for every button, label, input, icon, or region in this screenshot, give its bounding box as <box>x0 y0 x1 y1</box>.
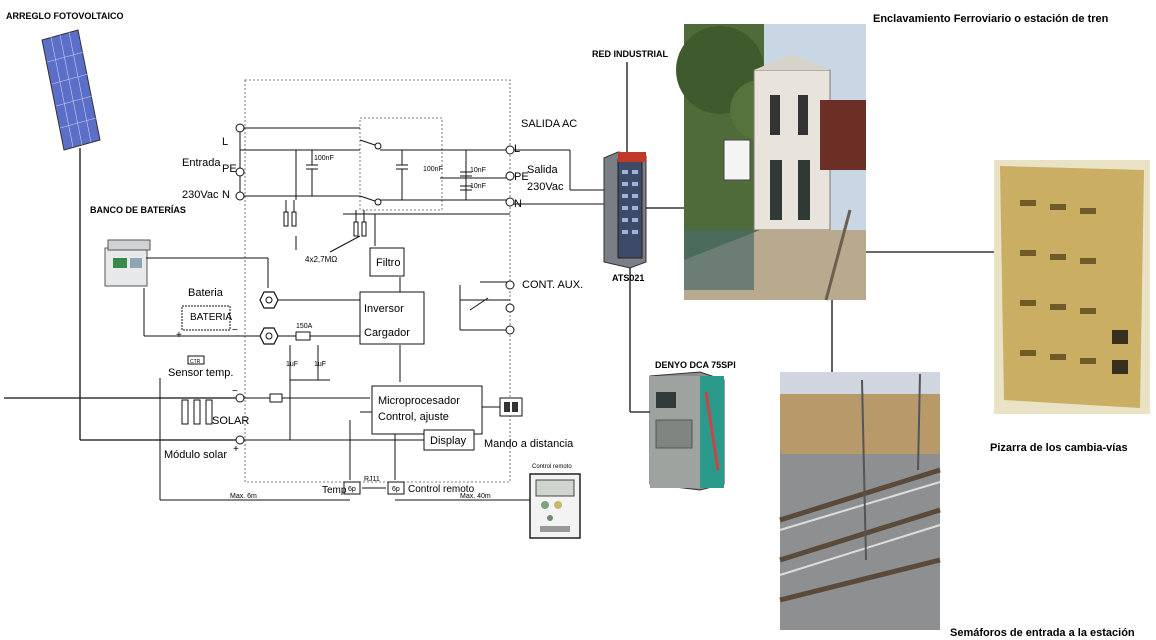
microprocessor-box <box>371 385 483 435</box>
modulo-solar-label: Módulo solar <box>164 449 227 461</box>
bateria-box-label: BATERIA <box>190 312 232 323</box>
filtro-box <box>369 247 405 277</box>
out-l-label: L <box>514 143 520 155</box>
entry-signals-photo <box>779 372 941 630</box>
inverter-charger-box <box>359 291 425 345</box>
cont-aux-label: CONT. AUX. <box>522 279 583 291</box>
salida-ac-label: SALIDA AC <box>521 118 577 130</box>
control-remoto-small-label: Control remoto <box>532 464 572 470</box>
station-title: Enclavamiento Ferroviario o estación de … <box>873 13 1109 25</box>
entrada-label: Entrada <box>182 157 221 169</box>
train-station-photo <box>676 24 866 301</box>
cargador-label: Cargador <box>364 327 410 339</box>
control-ajuste-label: Control, ajuste <box>378 411 449 423</box>
battery-image <box>104 239 151 287</box>
switch-board-title: Pizarra de los cambia-vías <box>990 442 1128 454</box>
switch-board-photo <box>994 160 1150 414</box>
out-n-label: N <box>514 198 522 210</box>
pv-array-title: ARREGLO FOTOVOLTAICO <box>6 11 124 21</box>
ats-label: ATS021 <box>612 273 644 283</box>
cap2-label: 100nF <box>423 166 443 173</box>
cap-small1-label: 1uF <box>286 361 298 368</box>
inversor-label: Inversor <box>364 303 404 315</box>
vac-in-label: 230Vac <box>182 189 219 201</box>
max40-label: Max. 40m <box>460 493 491 500</box>
display-box <box>423 429 475 451</box>
minus-sign: − <box>232 325 238 336</box>
plus-sign-2: + <box>233 444 239 455</box>
remote-control-image <box>529 473 581 539</box>
mando-label: Mando a distancia <box>484 438 574 450</box>
display-label: Display <box>430 435 467 447</box>
input-n-label: N <box>222 189 230 201</box>
bateria-label: Bateria <box>188 287 224 299</box>
resistors-label: 4x2,7MΩ <box>305 255 337 264</box>
battery-bank-title: BANCO DE BATERÍAS <box>90 205 186 215</box>
control-remoto-label: Control remoto <box>408 484 475 495</box>
max6-label: Max. 6m <box>230 493 257 500</box>
fuse-label: 150A <box>296 323 313 330</box>
vac-out-label: 230Vac <box>527 181 564 193</box>
port2-label: 6p <box>392 486 400 493</box>
inverter-schematic: L Entrada PE 230Vac N <box>143 79 610 539</box>
solar-panel-image <box>41 29 101 151</box>
generator-title: DENYO DCA 75SPI <box>655 360 736 370</box>
cap4-label: 10nF <box>470 183 486 190</box>
out-pe-label: PE <box>514 171 529 183</box>
industrial-network-title: RED INDUSTRIAL <box>592 49 669 59</box>
cap1-label: 100nF <box>314 155 334 162</box>
rj11-label: RJ11 <box>364 476 380 483</box>
port1-label: 6p <box>348 486 356 493</box>
sensor-temp-label: Sensor temp. <box>168 367 233 379</box>
cap-small2-label: 1uF <box>314 361 326 368</box>
salida-label: Salida <box>527 164 558 176</box>
cap3-label: 10nF <box>470 167 486 174</box>
filtro-label: Filtro <box>376 257 400 269</box>
ctr-label: CTR <box>190 359 201 365</box>
solar-label: SOLAR <box>212 415 249 427</box>
input-l-label: L <box>222 136 228 148</box>
generator-image <box>649 371 725 491</box>
temp-label: Temp <box>322 485 347 496</box>
signals-title: Semáforos de entrada a la estación <box>950 627 1135 639</box>
micro-label: Microprocesador <box>378 395 460 407</box>
minus-sign-2: − <box>232 386 238 397</box>
ats-device-image <box>603 151 647 269</box>
plus-sign: + <box>176 330 182 341</box>
input-pe-label: PE <box>222 163 237 175</box>
